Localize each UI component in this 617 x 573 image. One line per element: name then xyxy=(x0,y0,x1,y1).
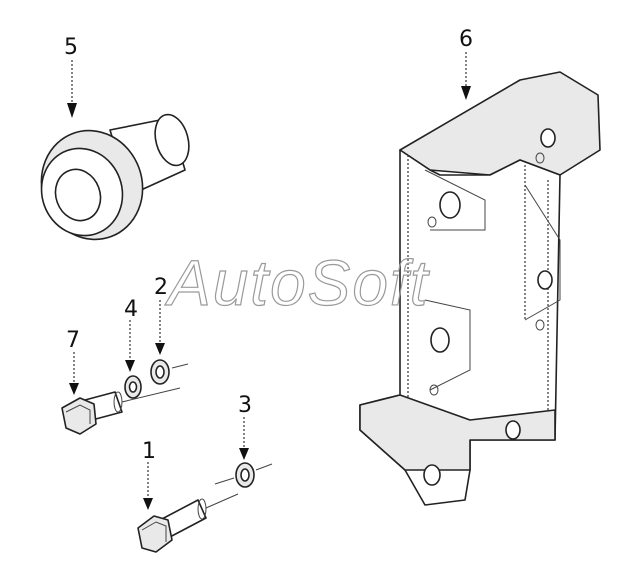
leader-arrows xyxy=(67,52,471,510)
callout-2: 2 xyxy=(154,275,168,300)
callout-7: 7 xyxy=(66,328,80,353)
callout-4: 4 xyxy=(124,297,138,322)
leader-arrow-2 xyxy=(155,300,165,355)
part-7-bolt xyxy=(61,387,181,435)
leader-arrow-4 xyxy=(125,320,135,372)
part-3-washer xyxy=(214,462,273,488)
callout-6: 6 xyxy=(459,27,473,52)
part-1-bolt xyxy=(137,493,239,553)
callout-3: 3 xyxy=(238,393,252,418)
part-4-lock-washer xyxy=(124,375,142,399)
leader-arrow-3 xyxy=(239,417,249,460)
callout-5: 5 xyxy=(64,35,78,60)
bracket-holes xyxy=(423,128,556,486)
part-5-bushing xyxy=(40,113,190,241)
leader-arrow-5 xyxy=(67,60,77,118)
callout-1: 1 xyxy=(142,439,156,464)
leader-arrow-1 xyxy=(143,462,153,510)
leader-arrow-6 xyxy=(461,52,471,100)
watermark-text: AutoSoft xyxy=(164,247,430,319)
part-2-flat-washer xyxy=(150,359,189,385)
leader-arrow-7 xyxy=(69,352,79,395)
part-6-bracket xyxy=(359,71,601,506)
